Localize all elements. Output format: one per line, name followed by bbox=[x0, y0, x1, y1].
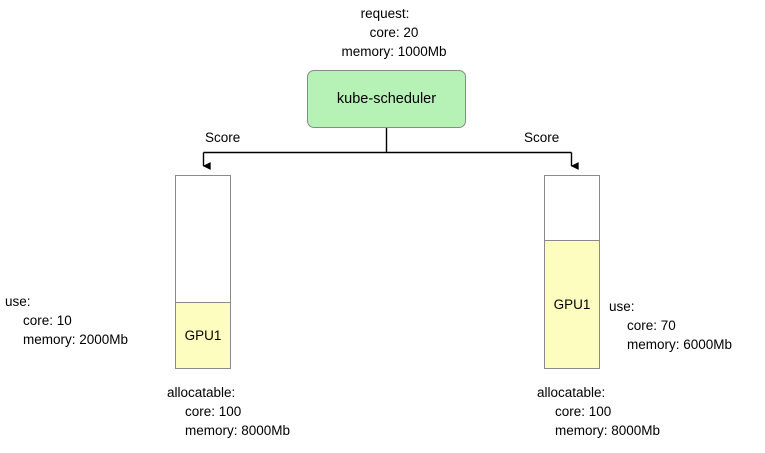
gpu-node-left-usage-fill: GPU1 bbox=[176, 302, 230, 368]
left-alloc-line-3: memory: 8000Mb bbox=[185, 423, 291, 438]
request-line-1: request: bbox=[360, 6, 410, 21]
gpu-node-right-allocatable-annotation: allocatable: core: 100 memory: 8000Mb bbox=[537, 383, 660, 440]
gpu-node-right[interactable]: GPU1 bbox=[544, 175, 600, 369]
gpu-node-left-allocatable-annotation: allocatable: core: 100 memory: 8000Mb bbox=[167, 383, 290, 440]
left-use-line-1: use: bbox=[5, 294, 31, 309]
kube-scheduler-node[interactable]: kube-scheduler bbox=[307, 70, 466, 128]
right-alloc-line-1: allocatable: bbox=[537, 385, 606, 400]
gpu-node-left[interactable]: GPU1 bbox=[175, 175, 231, 369]
left-use-line-2: core: 10 bbox=[23, 313, 72, 328]
left-use-line-3: memory: 2000Mb bbox=[23, 332, 129, 347]
right-alloc-line-3: memory: 8000Mb bbox=[555, 423, 661, 438]
left-alloc-line-1: allocatable: bbox=[167, 385, 236, 400]
gpu-node-left-use-annotation: use: core: 10 memory: 2000Mb bbox=[5, 292, 128, 349]
request-annotation: request: core: 20 memory: 1000Mb bbox=[270, 4, 500, 61]
edge-label-score-right: Score bbox=[524, 130, 560, 145]
right-use-line-2: core: 70 bbox=[627, 318, 676, 333]
request-line-2: core: 20 bbox=[369, 25, 419, 40]
gpu-node-right-usage-fill: GPU1 bbox=[545, 240, 599, 368]
kube-scheduler-label: kube-scheduler bbox=[336, 91, 437, 107]
request-line-3: memory: 1000Mb bbox=[341, 44, 447, 59]
gpu-node-right-use-annotation: use: core: 70 memory: 6000Mb bbox=[609, 297, 732, 354]
gpu-node-left-label: GPU1 bbox=[184, 328, 222, 343]
right-alloc-line-2: core: 100 bbox=[555, 404, 612, 419]
right-use-line-3: memory: 6000Mb bbox=[627, 337, 733, 352]
gpu-node-right-label: GPU1 bbox=[553, 297, 591, 312]
right-use-line-1: use: bbox=[609, 299, 635, 314]
left-alloc-line-2: core: 100 bbox=[185, 404, 242, 419]
edge-label-score-left: Score bbox=[205, 130, 241, 145]
